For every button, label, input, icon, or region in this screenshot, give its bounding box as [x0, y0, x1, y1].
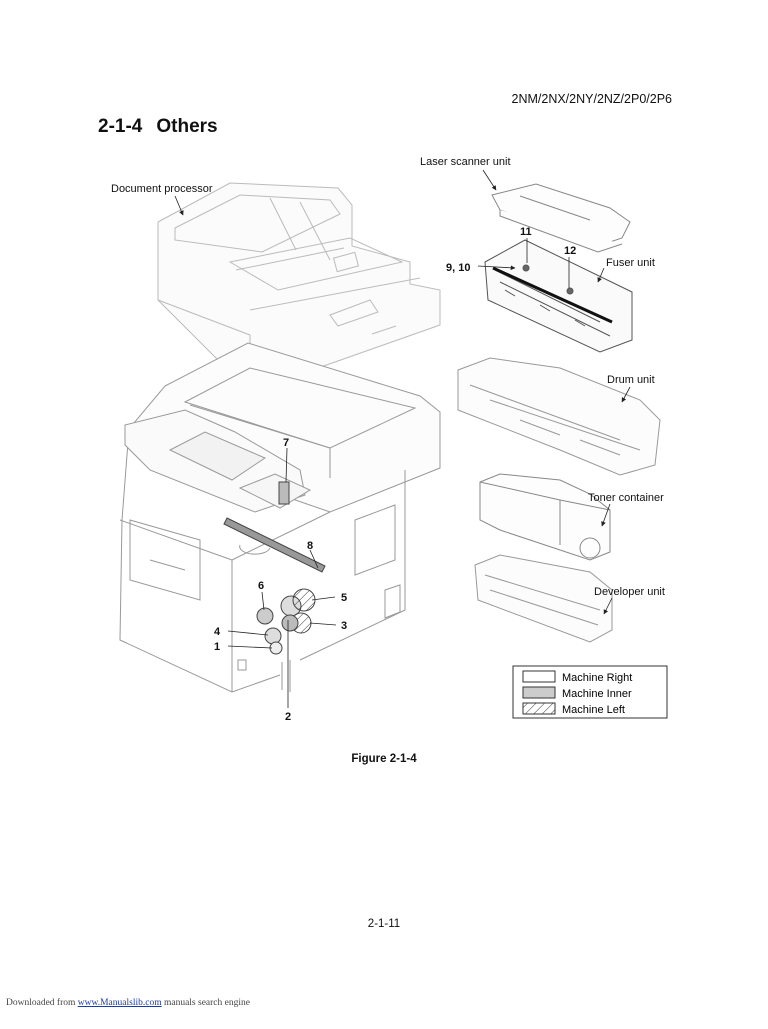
callout-1: 1	[214, 641, 220, 653]
legend-swatch-machine-right	[522, 670, 556, 683]
legend-label-machine-inner: Machine Inner	[562, 688, 632, 700]
callout-12: 12	[564, 245, 576, 257]
footer-prefix: Downloaded from	[6, 998, 76, 1008]
label-document-processor: Document processor	[111, 183, 213, 195]
toner-container-drawing	[479, 473, 611, 561]
label-fuser-unit: Fuser unit	[606, 257, 655, 269]
callout-11: 11	[520, 226, 532, 238]
legend-label-machine-right: Machine Right	[562, 672, 632, 684]
callout-6: 6	[258, 580, 264, 592]
callout-numbers: 7 8 6 5 3 4 1 2 9, 10 11 12	[214, 226, 576, 723]
section-number: 2-1-4	[98, 116, 143, 137]
callout-4: 4	[214, 626, 221, 638]
callout-8: 8	[307, 540, 313, 552]
inner-parts-drawing	[223, 481, 326, 655]
main-body-drawing	[119, 342, 441, 693]
footer-suffix: manuals search engine	[163, 998, 250, 1008]
download-footer: Downloaded from www.Manualslib.com manua…	[6, 998, 250, 1008]
callout-7: 7	[283, 437, 289, 449]
legend-label-machine-left: Machine Left	[562, 704, 625, 716]
manualslib-link[interactable]: www.Manualslib.com	[77, 998, 162, 1008]
section-heading: 2-1-4 Others	[98, 116, 218, 138]
legend: Machine Right Machine Inner Machine Left	[512, 665, 668, 719]
callout-5: 5	[341, 592, 347, 604]
document-processor-drawing	[157, 182, 441, 393]
label-toner-container: Toner container	[588, 492, 664, 504]
figure-caption: Figure 2-1-4	[351, 753, 417, 765]
callout-9-10: 9, 10	[446, 262, 470, 274]
laser-scanner-unit-drawing	[491, 183, 631, 253]
page-number: 2-1-11	[367, 918, 401, 930]
label-developer-unit: Developer unit	[594, 586, 665, 598]
model-codes: 2NM/2NX/2NY/2NZ/2P0/2P6	[511, 92, 673, 106]
unit-labels: Document processor Laser scanner unit Fu…	[111, 156, 665, 598]
drum-unit-drawing	[457, 357, 661, 476]
callout-2: 2	[285, 711, 291, 723]
leader-lines	[174, 169, 631, 708]
label-drum-unit: Drum unit	[607, 374, 655, 386]
section-title: Others	[156, 116, 218, 137]
developer-unit-drawing	[474, 554, 613, 643]
legend-swatch-machine-left	[522, 702, 556, 715]
label-laser-scanner-unit: Laser scanner unit	[420, 156, 511, 168]
fuser-unit-drawing	[484, 239, 633, 353]
legend-swatch-machine-inner	[522, 686, 556, 699]
callout-3: 3	[341, 620, 347, 632]
